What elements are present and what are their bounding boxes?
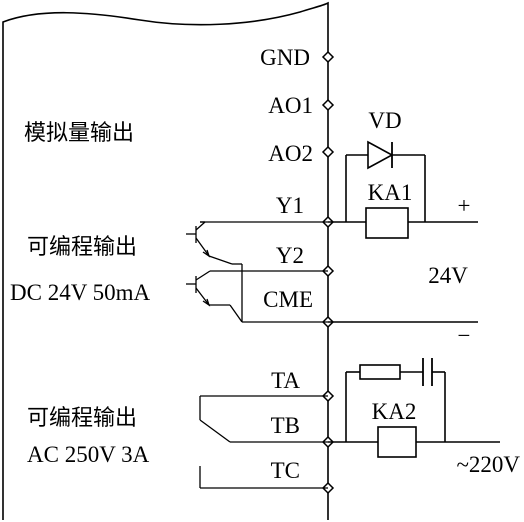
terminal-ao1-marker	[321, 98, 335, 112]
terminal-cme-label: CME	[263, 287, 313, 312]
terminal-ta-label: TA	[271, 368, 300, 393]
terminal-tb-label: TB	[271, 413, 300, 438]
terminal-gnd-marker	[321, 50, 335, 64]
relay-ka2-label: KA2	[372, 399, 417, 424]
dc-plus-label: +	[458, 193, 471, 218]
relay-contacts-symbol	[199, 396, 231, 488]
label-analog-output: 模拟量输出	[24, 121, 134, 146]
terminal-ao2-label: AO2	[268, 141, 313, 166]
terminal-markers	[321, 50, 335, 495]
terminal-ao1-label: AO1	[268, 93, 313, 118]
label-prog-output-1-spec: DC 24V 50mA	[10, 280, 151, 305]
label-prog-output-2-spec: AC 250V 3A	[27, 442, 150, 467]
terminal-tc-label: TC	[271, 458, 300, 483]
relay-ka1-coil	[365, 207, 409, 239]
terminal-y2-label: Y2	[276, 243, 304, 268]
terminal-ao2-marker	[321, 145, 335, 159]
relay-ka2-coil	[377, 426, 417, 458]
ac-voltage-label: ~220V	[456, 452, 520, 477]
internal-terminal-lines	[200, 221, 328, 489]
terminal-gnd-label: GND	[260, 45, 310, 70]
label-prog-output-2: 可编程输出	[27, 406, 137, 431]
terminal-y1-label: Y1	[276, 193, 304, 218]
diode-vd-label: VD	[368, 108, 401, 133]
diode-vd-symbol	[367, 140, 394, 170]
snubber-resistor	[359, 364, 401, 380]
dc-voltage-label: 24V	[428, 263, 468, 288]
inverter-body-outline	[2, 1, 329, 520]
relay-ka1-label: KA1	[368, 180, 413, 205]
dc-minus-label: −	[458, 323, 471, 348]
transistor-2-symbol	[186, 270, 243, 323]
label-prog-output-1: 可编程输出	[27, 235, 137, 260]
transistor-1-symbol	[186, 221, 243, 271]
snubber-capacitor	[422, 358, 433, 386]
